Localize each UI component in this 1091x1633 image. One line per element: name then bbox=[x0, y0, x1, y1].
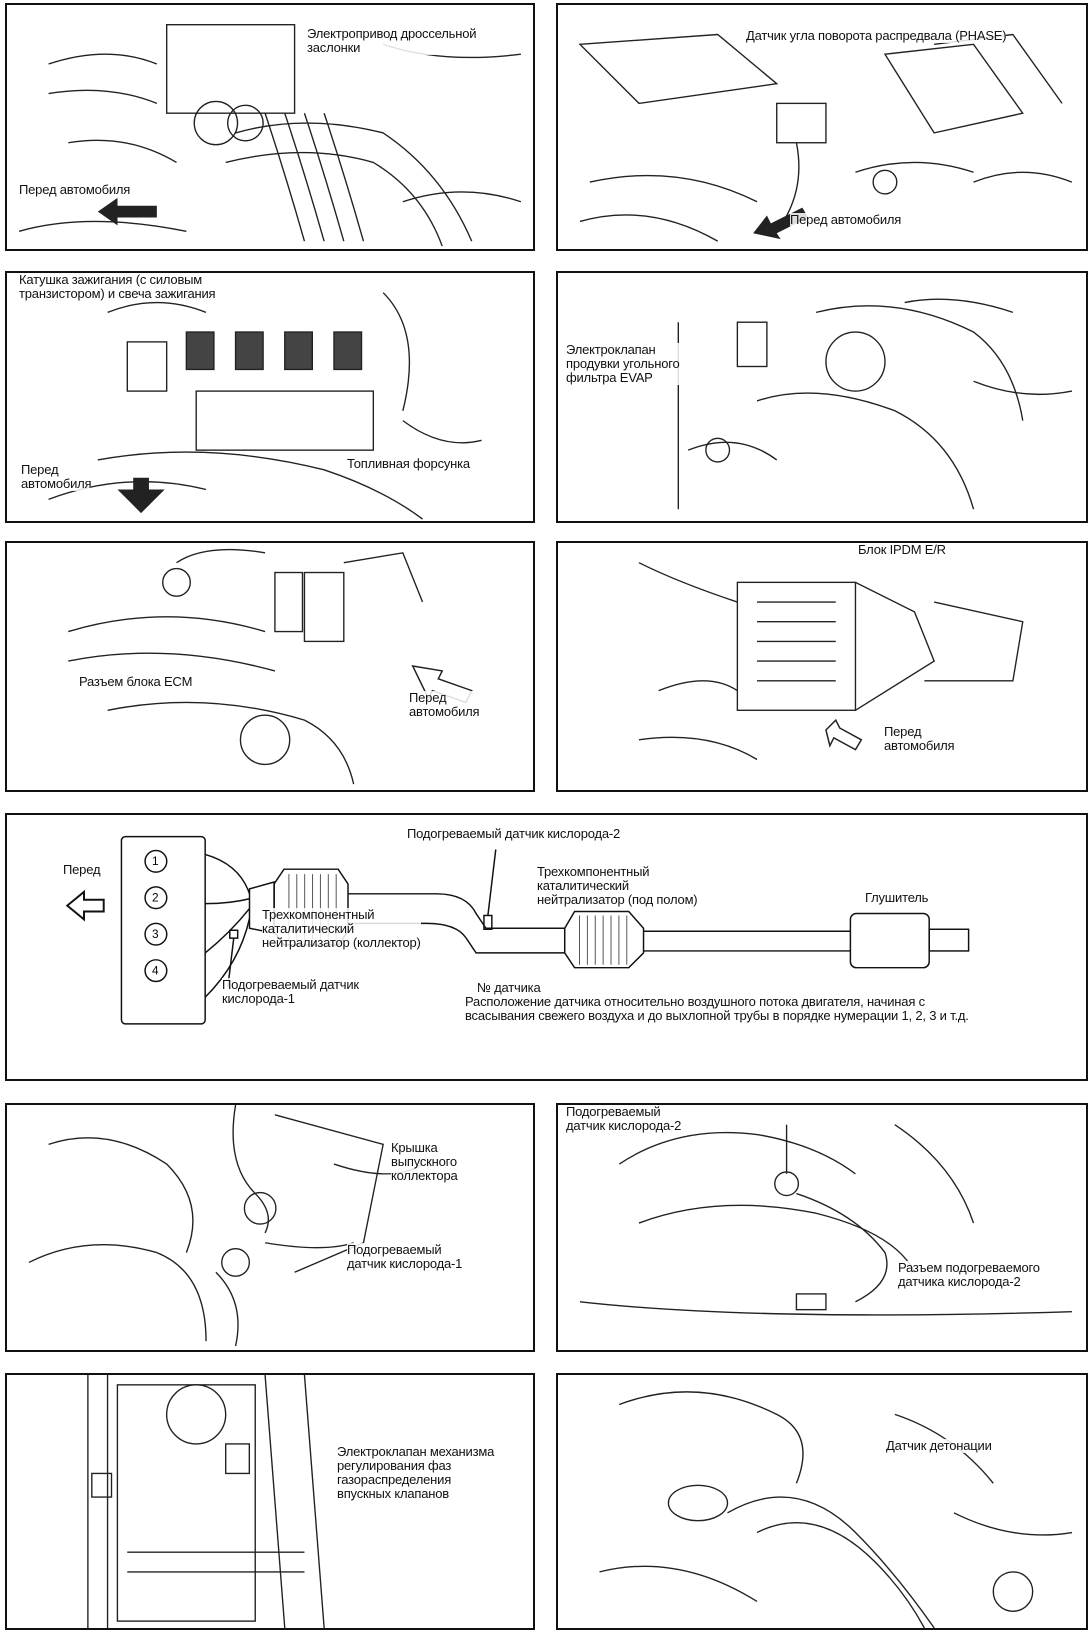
exhaust-manifold-cover-label: Крышка выпускного коллектора bbox=[391, 1140, 458, 1183]
ipdm-illustration bbox=[638, 562, 1024, 761]
throttle-actuator-label: Электропривод дроссельной заслонки bbox=[307, 26, 477, 55]
panel-ignition-coil: Катушка зажигания (с силовым транзисторо… bbox=[5, 271, 535, 523]
evap-valve-label: Электроклапан продувки угольного фильтра… bbox=[566, 342, 680, 385]
exhaust-schematic-svg: 1 2 3 4 bbox=[65, 835, 970, 1025]
cylinder-3: 3 bbox=[152, 927, 159, 941]
front-of-vehicle-label: Перед автомобиля bbox=[790, 212, 902, 227]
knock-illustration bbox=[599, 1391, 1073, 1628]
panel-o2-sensor-2: Подогреваемый датчик кислорода-2 Разъем … bbox=[556, 1103, 1088, 1352]
underfloor-catalyst-label: Трехкомпонентный каталитический нейтрали… bbox=[537, 864, 698, 907]
ivt-illustration bbox=[87, 1375, 325, 1628]
sensor-number-title: № датчика bbox=[477, 980, 541, 995]
panel-ipdm-block: Блок IPDM E/R Перед автомобиля bbox=[556, 541, 1088, 792]
panel-exhaust-schematic: 1 2 3 4 Перед Подогреваемый датчик кисло… bbox=[5, 813, 1088, 1081]
ipdm-block-label: Блок IPDM E/R bbox=[858, 542, 946, 557]
manifold-catalyst-label: Трехкомпонентный каталитический нейтрали… bbox=[262, 907, 421, 950]
muffler-label: Глушитель bbox=[865, 890, 929, 905]
sensor-number-note: Расположение датчика относительно воздуш… bbox=[465, 994, 969, 1023]
o2s1-illustration bbox=[28, 1105, 423, 1347]
panel-intake-valve-timing: Электроклапан механизма регулирования фа… bbox=[5, 1373, 535, 1630]
o2s2-illustration bbox=[579, 1124, 1072, 1316]
panel-evap-valve: Электроклапан продувки угольного фильтра… bbox=[556, 271, 1088, 523]
o2-sensor-2-label: Подогреваемый датчик кислорода-2 bbox=[566, 1104, 682, 1133]
cylinder-4: 4 bbox=[152, 964, 159, 978]
panel-camshaft-sensor: Датчик угла поворота распредвала (PHASE)… bbox=[556, 3, 1088, 251]
front-label: Перед bbox=[63, 862, 101, 877]
front-of-vehicle-label: Перед автомобиля bbox=[884, 724, 955, 753]
panel-throttle-actuator: Электропривод дроссельной заслонки Перед… bbox=[5, 3, 535, 251]
fuel-injector-label: Топливная форсунка bbox=[347, 456, 470, 471]
cylinder-1: 1 bbox=[152, 854, 159, 868]
front-of-vehicle-label: Перед автомобиля bbox=[21, 462, 92, 491]
camshaft-sensor-label: Датчик угла поворота распредвала (PHASE) bbox=[746, 28, 1007, 43]
o2-sensor-1-label: Подогреваемый датчик кислорода-1 bbox=[222, 977, 359, 1006]
ecm-illustration bbox=[68, 548, 473, 785]
panel-o2-sensor-1: Крышка выпускного коллектора Подогреваем… bbox=[5, 1103, 535, 1352]
o2-sensor-2-connector-label: Разъем подогреваемого датчика кислорода-… bbox=[898, 1260, 1040, 1289]
ignition-illustration bbox=[48, 292, 482, 520]
front-of-vehicle-label: Перед автомобиля bbox=[19, 182, 131, 197]
cylinder-2: 2 bbox=[152, 891, 159, 905]
o2-sensor-1-label: Подогреваемый датчик кислорода-1 bbox=[347, 1242, 463, 1271]
ignition-coil-label: Катушка зажигания (с силовым транзисторо… bbox=[19, 272, 216, 301]
evap-illustration bbox=[677, 298, 1073, 510]
cylinder-circles: 1 2 3 4 bbox=[144, 849, 168, 983]
ecm-connector-label: Разъем блока ECM bbox=[79, 674, 193, 689]
panel-knock-sensor: Датчик детонации bbox=[556, 1373, 1088, 1630]
front-of-vehicle-label: Перед автомобиля bbox=[409, 690, 480, 719]
panel-ecm-connector: Разъем блока ECM Перед автомобиля bbox=[5, 541, 535, 792]
o2-sensor-2-label: Подогреваемый датчик кислорода-2 bbox=[407, 826, 621, 841]
knock-sensor-label: Датчик детонации bbox=[886, 1438, 992, 1453]
intake-valve-timing-solenoid-label: Электроклапан механизма регулирования фа… bbox=[337, 1444, 495, 1501]
